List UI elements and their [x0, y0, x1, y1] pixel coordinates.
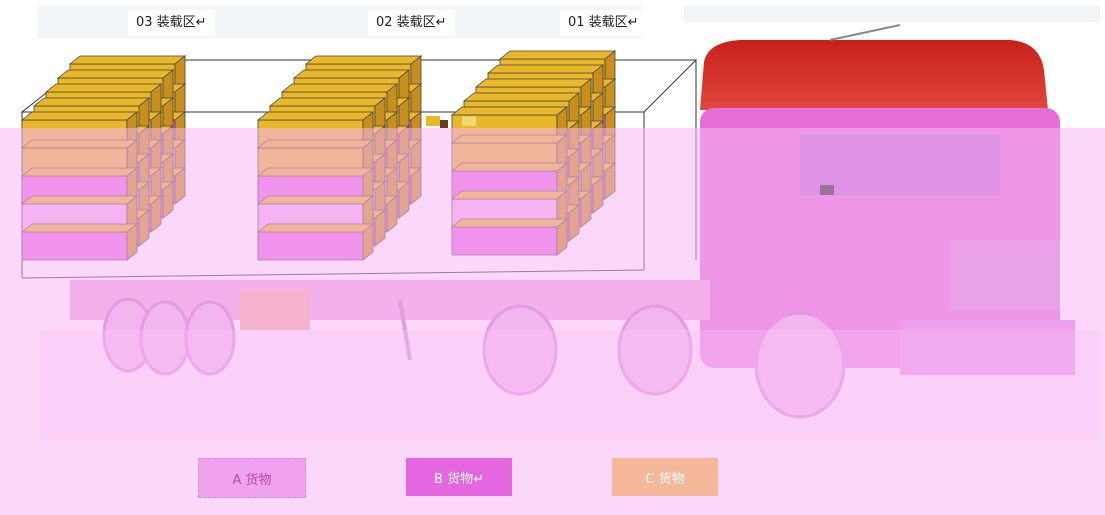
legend-cargo-b-label: B 货物↵ [434, 471, 484, 487]
cargo-box-top [474, 78, 593, 88]
cargo-box-top [292, 69, 411, 79]
cargo-box-top [268, 97, 387, 107]
marker-right [462, 116, 476, 126]
pink-overlay [0, 128, 1105, 515]
top-band-right [684, 6, 1100, 22]
cargo-box-top [280, 83, 399, 93]
cargo-box-top [450, 106, 569, 116]
cargo-box-top [462, 92, 581, 102]
cargo-box-top [56, 69, 175, 79]
legend-cargo-a: A 货物 [198, 458, 306, 498]
cargo-box-top [20, 111, 139, 121]
ground-shade [40, 330, 1100, 440]
legend-cargo-c-label: C 货物 [645, 471, 685, 487]
legend-cargo-c: C 货物 [612, 458, 718, 496]
legend-cargo-a-label: A 货物 [232, 472, 272, 488]
cargo-box-top [44, 83, 163, 93]
cargo-box-top [304, 55, 423, 65]
cargo-box-top [32, 97, 151, 107]
zone-label-03: 03 装载区↵ [128, 10, 215, 36]
marker-left [426, 116, 440, 126]
cargo-box-top [68, 55, 187, 65]
cargo-box-top [256, 111, 375, 121]
zone-label-01: 01 装载区↵ [560, 10, 647, 36]
cargo-box-top [498, 50, 617, 60]
marker-dark [440, 120, 448, 128]
cargo-box-top [486, 64, 605, 74]
zone-label-02: 02 装载区↵ [368, 10, 455, 36]
legend-cargo-b: B 货物↵ [406, 458, 512, 496]
